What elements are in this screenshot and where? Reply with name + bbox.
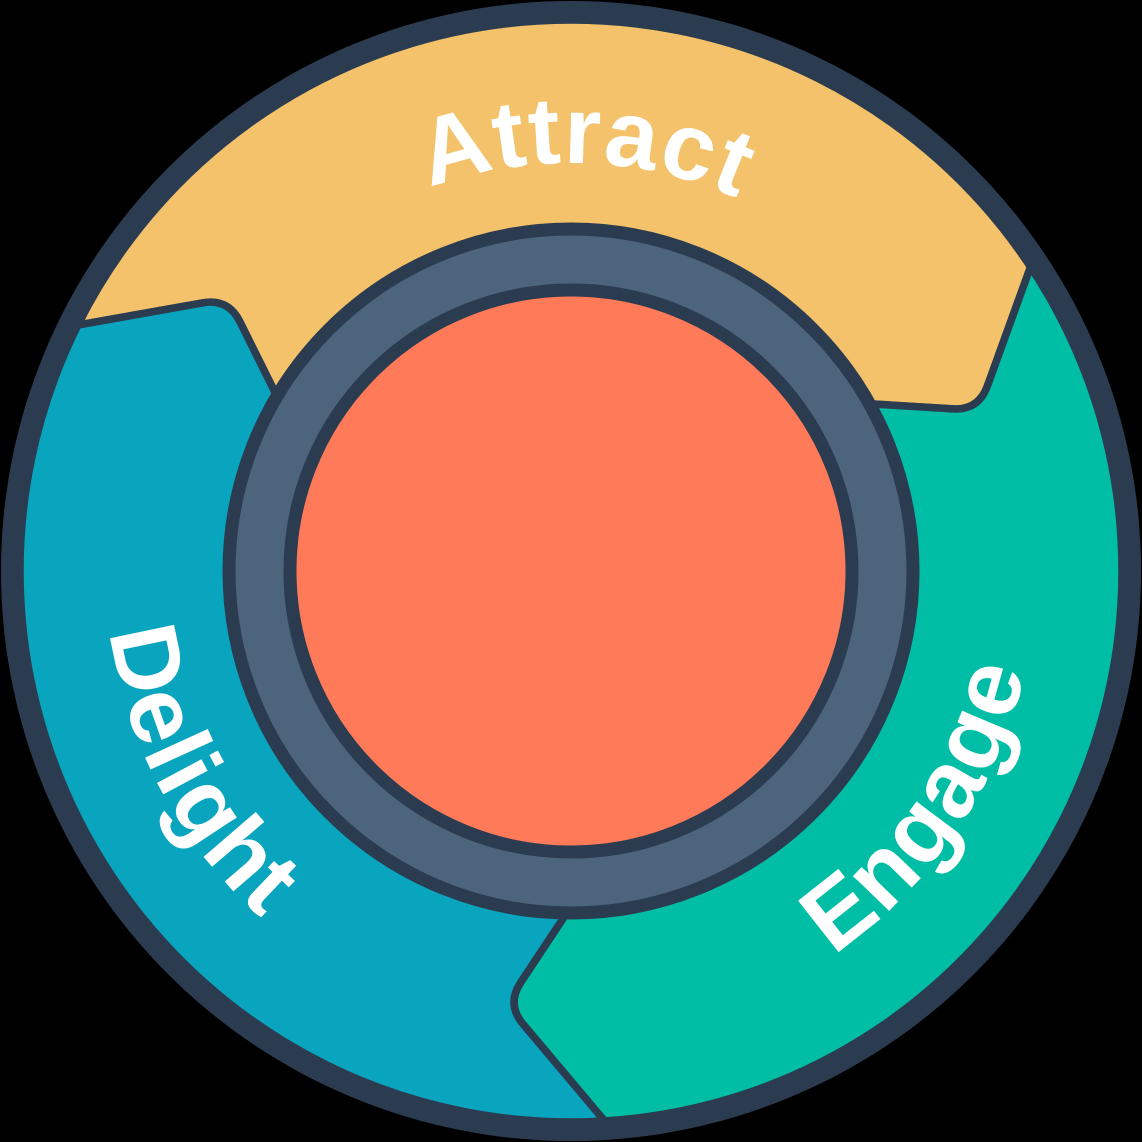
hub-circle (283, 283, 859, 859)
